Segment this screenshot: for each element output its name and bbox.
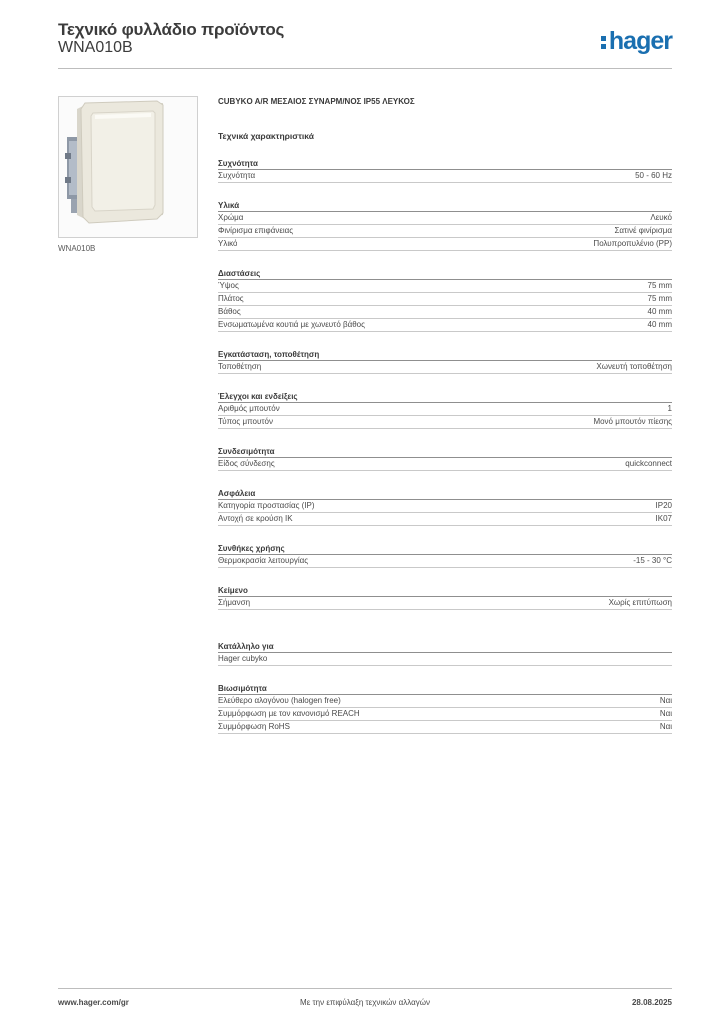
spec-label: Ύψος <box>218 281 239 290</box>
section-title: Κατάλληλο για <box>218 641 672 653</box>
section-title: Συχνότητα <box>218 158 672 170</box>
document-title: Τεχνικό φυλλάδιο προϊόντος <box>58 20 285 39</box>
product-specs: CUBYKO A/R ΜΕΣΑΙΟΣ ΣΥΝΑΡΜ/ΝΟΣ IP55 ΛΕΥΚΟ… <box>218 96 672 734</box>
spec-label: Τοποθέτηση <box>218 362 262 371</box>
spec-label: Σήμανση <box>218 598 251 607</box>
spec-value: Λευκό <box>650 213 672 222</box>
spec-label: Συμμόρφωση RoHS <box>218 722 290 731</box>
spec-label: Είδος σύνδεσης <box>218 459 275 468</box>
spec-label: Αριθμός μπουτόν <box>218 404 280 413</box>
spec-value: Πολυπροπυλένιο (PP) <box>593 239 672 248</box>
spec-value: 40 mm <box>647 320 672 329</box>
spec-label: Ενσωματωμένα κουτιά με χωνευτό βάθος <box>218 320 365 329</box>
spec-row: Τύπος μπουτόν Μονό μπουτόν πίεσης <box>218 416 672 429</box>
spec-row: Φινίρισμα επιφάνειας Σατινέ φινίρισμα <box>218 225 672 238</box>
section-title: Διαστάσεις <box>218 268 672 280</box>
spec-row: Τοποθέτηση Χωνευτή τοποθέτηση <box>218 361 672 374</box>
spec-row: Κατηγορία προστασίας (IP) IP20 <box>218 500 672 513</box>
hager-logo: hager <box>600 27 673 55</box>
footer-notice: Με την επιφύλαξη τεχνικών αλλαγών <box>300 998 430 1007</box>
section-title: Ασφάλεια <box>218 488 672 500</box>
spec-value: Ναι <box>659 722 672 731</box>
spec-label: Συμμόρφωση με τον κανονισμό REACH <box>218 709 360 718</box>
spec-label: Κατηγορία προστασίας (IP) <box>218 501 315 510</box>
spec-label: Υλικό <box>218 239 238 248</box>
spec-row: Συχνότητα 50 - 60 Hz <box>218 170 672 183</box>
spec-row: Χρώμα Λευκό <box>218 212 672 225</box>
logo-dots-icon <box>600 32 608 52</box>
spec-label: Συχνότητα <box>218 171 256 180</box>
spec-label: Χρώμα <box>218 213 244 222</box>
spec-heading: Τεχνικά χαρακτηριστικά <box>218 131 314 141</box>
image-caption: WNA010B <box>58 244 96 253</box>
spec-label: Πλάτος <box>218 294 244 303</box>
spec-row: Σήμανση Χωρίς επιτύπωση <box>218 597 672 610</box>
spec-value: Χωνευτή τοποθέτηση <box>596 362 672 371</box>
spec-label: Τύπος μπουτόν <box>218 417 273 426</box>
spec-label: Αντοχή σε κρούση IK <box>218 514 293 523</box>
spec-value: Σατινέ φινίρισμα <box>614 226 672 235</box>
spec-row: Hager cubyko <box>218 653 672 666</box>
spec-row: Ενσωματωμένα κουτιά με χωνευτό βάθος 40 m… <box>218 319 672 332</box>
product-image <box>58 96 198 238</box>
spec-label: Ελεύθερο αλογόνου (halogen free) <box>218 696 341 705</box>
spec-value: Χωρίς επιτύπωση <box>608 598 672 607</box>
header-divider <box>58 68 672 69</box>
spec-row: Συμμόρφωση RoHS Ναι <box>218 721 672 734</box>
spec-row: Ελεύθερο αλογόνου (halogen free) Ναι <box>218 695 672 708</box>
spec-value: Ναι <box>659 709 672 718</box>
spec-row: Υλικό Πολυπροπυλένιο (PP) <box>218 238 672 251</box>
section-title: Υλικά <box>218 200 672 212</box>
spec-row: Συμμόρφωση με τον κανονισμό REACH Ναι <box>218 708 672 721</box>
spec-value: quickconnect <box>625 459 672 468</box>
section-title: Κείμενο <box>218 585 672 597</box>
section-title: Συνδεσιμότητα <box>218 446 672 458</box>
spec-row: Βάθος 40 mm <box>218 306 672 319</box>
spec-value: Ναι <box>659 696 672 705</box>
product-switch-image-icon <box>65 100 164 224</box>
spec-row: Αντοχή σε κρούση IK IK07 <box>218 513 672 526</box>
spec-label: Θερμοκρασία λειτουργίας <box>218 556 309 565</box>
footer-date: 28.08.2025 <box>631 998 672 1007</box>
section-title: Βιωσιμότητα <box>218 683 672 695</box>
page-header: Τεχνικό φυλλάδιο προϊόντος WNA010B hager <box>58 20 673 68</box>
spec-label: Hager cubyko <box>218 654 268 663</box>
spec-row: Ύψος 75 mm <box>218 280 672 293</box>
spec-row: Αριθμός μπουτόν 1 <box>218 403 672 416</box>
spec-row: Θερμοκρασία λειτουργίας -15 - 30 °C <box>218 555 672 568</box>
spec-value: 75 mm <box>647 281 672 290</box>
spec-value: IP20 <box>655 501 672 510</box>
product-code: WNA010B <box>58 39 133 56</box>
footer-divider <box>58 988 672 989</box>
spec-label: Φινίρισμα επιφάνειας <box>218 226 294 235</box>
spec-row: Είδος σύνδεσης quickconnect <box>218 458 672 471</box>
section-title: Συνθήκες χρήσης <box>218 543 672 555</box>
logo-text: hager <box>608 27 673 55</box>
footer-url[interactable]: www.hager.com/gr <box>58 998 129 1007</box>
section-title: Εγκατάσταση, τοποθέτηση <box>218 349 672 361</box>
spec-label: Βάθος <box>218 307 241 316</box>
spec-value: 75 mm <box>647 294 672 303</box>
spec-value: 40 mm <box>647 307 672 316</box>
product-name: CUBYKO A/R ΜΕΣΑΙΟΣ ΣΥΝΑΡΜ/ΝΟΣ IP55 ΛΕΥΚΟ… <box>218 97 415 106</box>
spec-value: Μονό μπουτόν πίεσης <box>593 417 672 426</box>
page-footer: www.hager.com/gr Με την επιφύλαξη τεχνικ… <box>58 998 672 1010</box>
section-title: Έλεγχοι και ενδείξεις <box>218 391 672 403</box>
spec-row: Πλάτος 75 mm <box>218 293 672 306</box>
spec-value: 50 - 60 Hz <box>635 171 672 180</box>
spec-value: IK07 <box>655 514 672 523</box>
spec-value: -15 - 30 °C <box>633 556 672 565</box>
spec-value: 1 <box>667 404 672 413</box>
